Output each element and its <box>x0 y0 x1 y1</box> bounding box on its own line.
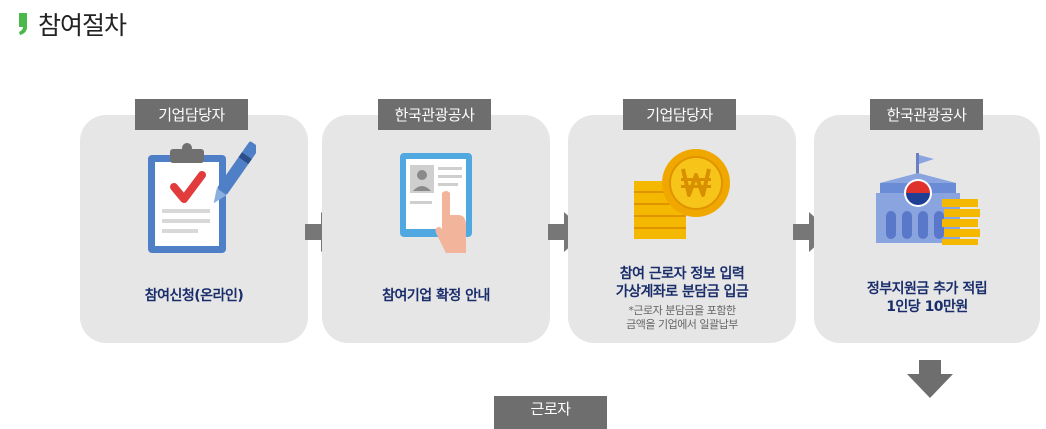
arrow-down-icon <box>907 360 953 398</box>
step-card-4: 정부지원금 추가 적립 1인당 10만원 <box>814 115 1040 343</box>
step-card-1: 참여신청(온라인) <box>80 115 308 343</box>
step-tag-3: 기업담당자 <box>623 99 736 130</box>
quote-mark-icon <box>19 13 27 35</box>
clipboard-check-pen-icon <box>148 141 256 253</box>
step-text-line1: 참여 근로자 정보 입력 <box>619 266 745 282</box>
step-card-3: 참여 근로자 정보 입력 가상계좌로 분담금 입금 *근로자 분담금을 포함한 … <box>568 115 796 343</box>
next-step-tag: 근로자 <box>494 396 607 429</box>
step-note-line2: 금액을 기업에서 일괄납부 <box>626 318 738 331</box>
step-note-line1: *근로자 분담금을 포함한 <box>628 304 736 317</box>
arrow-right-icon <box>793 212 831 252</box>
government-building-coins-icon <box>876 153 980 245</box>
page-title: 참여절차 <box>38 11 127 40</box>
step-tag-4: 한국관광공사 <box>870 99 983 130</box>
step-text: 참여기업 확정 안내 <box>382 288 490 304</box>
step-card-2: 참여기업 확정 안내 <box>322 115 550 343</box>
arrow-right-icon <box>548 212 586 252</box>
step-tag-1: 기업담당자 <box>135 99 248 130</box>
step-text-line1: 정부지원금 추가 적립 <box>866 281 988 297</box>
step-tag-2: 한국관광공사 <box>378 99 491 130</box>
section-header: 참여절차 <box>18 6 127 42</box>
step-text-line2: 1인당 10만원 <box>886 299 968 315</box>
tablet-touch-icon <box>400 153 472 253</box>
step-text: 참여신청(온라인) <box>144 288 244 304</box>
step-text-line2: 가상계좌로 분담금 입금 <box>615 284 749 300</box>
won-coins-icon <box>634 149 730 239</box>
